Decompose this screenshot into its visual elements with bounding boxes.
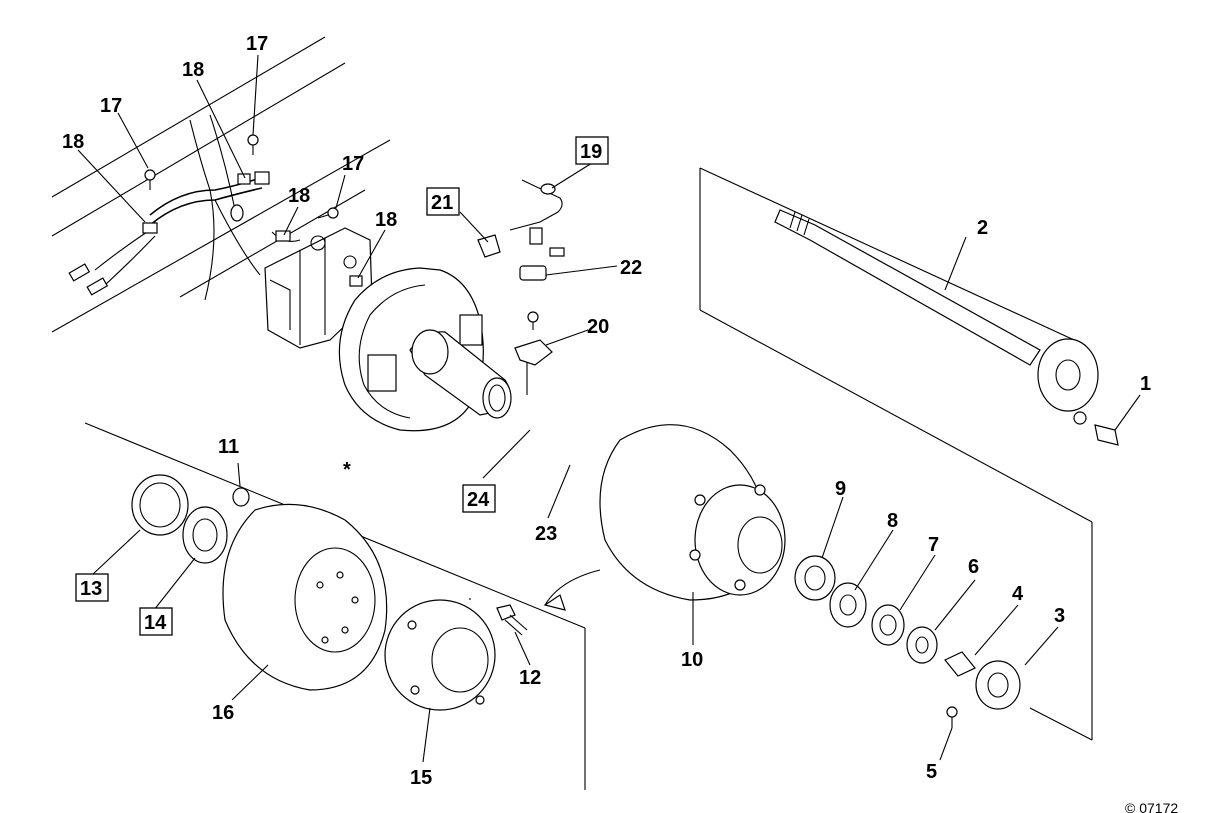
axle-shaft	[699, 167, 1119, 741]
callout-15: 15	[410, 767, 432, 789]
callout-8: 8	[887, 510, 898, 532]
callout-box-14	[139, 607, 173, 636]
callout-20: 20	[587, 316, 609, 338]
callout-1: 1	[1140, 373, 1151, 395]
callout-box-24	[462, 484, 496, 513]
callout-19: 19	[580, 141, 602, 163]
bearing-stack	[794, 555, 1021, 728]
callout-16: 16	[212, 702, 234, 724]
axle-housing	[51, 36, 391, 349]
callout-box-21	[426, 187, 460, 216]
callout-21: 21	[431, 192, 453, 214]
wiring-harness	[68, 134, 363, 296]
callout-asterisk: *	[343, 459, 351, 481]
callout-18-left: 18	[62, 131, 84, 153]
callout-10: 10	[681, 649, 703, 671]
callout-3: 3	[1054, 605, 1065, 627]
callout-9: 9	[835, 478, 846, 500]
callout-17-left: 17	[100, 95, 122, 117]
wheel-stud	[496, 604, 528, 636]
hub-assembly	[543, 424, 786, 611]
callout-2: 2	[977, 217, 988, 239]
backing-plate-spindle	[338, 267, 512, 432]
callout-box-19	[575, 136, 609, 165]
callout-17-right: 17	[342, 153, 364, 175]
callout-7: 7	[928, 534, 939, 556]
leader-lines	[77, 54, 1141, 763]
callout-18-right: 18	[375, 209, 397, 231]
callout-14: 14	[144, 612, 167, 634]
callout-11: 11	[218, 436, 239, 458]
callout-24: 24	[467, 489, 490, 511]
callout-17-top: 17	[246, 33, 268, 55]
callout-12: 12	[519, 667, 541, 689]
tone-ring-seal	[131, 474, 250, 564]
callout-23: 23	[535, 523, 557, 545]
abs-sensor-group	[477, 179, 565, 395]
callout-6: 6	[968, 556, 979, 578]
callout-box-13	[75, 573, 109, 602]
callout-13: 13	[80, 578, 102, 600]
callout-18-mid: 18	[288, 185, 310, 207]
callout-18-top: 18	[182, 59, 204, 81]
brake-drum	[222, 503, 388, 691]
callout-5: 5	[926, 761, 937, 783]
callout-22: 22	[620, 257, 642, 279]
figure-code: © 07172	[1125, 800, 1178, 813]
hub-detail	[384, 599, 496, 711]
callout-4: 4	[1012, 583, 1024, 605]
